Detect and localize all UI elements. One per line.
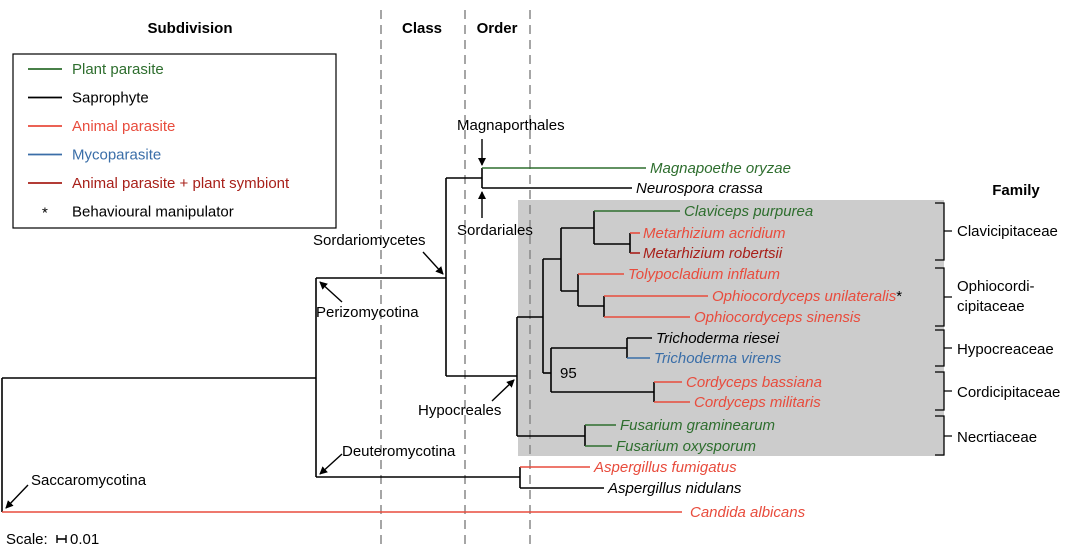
bracket-cordicipitaceae [935, 371, 952, 411]
taxon-label: Fusarium graminearum [620, 417, 775, 434]
manipulator-star: * [896, 288, 902, 305]
taxon-label: Aspergillus nidulans [607, 480, 742, 497]
legend-item-label: Behavioural manipulator [72, 204, 234, 221]
legend-item-label: Mycoparasite [72, 147, 161, 164]
taxon-label: Trichoderma virens [654, 350, 782, 367]
taxon-label: Metarhizium acridium [643, 225, 786, 242]
header-class: Class [402, 20, 442, 37]
taxon-label: Candida albicans [690, 504, 806, 521]
taxon-label: Metarhizium robertsii [643, 245, 783, 262]
rank-dividers [380, 10, 531, 550]
legend-item-label: Saprophyte [72, 90, 149, 107]
taxon-label: Magnapoethe oryzae [650, 160, 791, 177]
taxon-label: Neurospora crassa [636, 180, 763, 197]
label-hypocreales: Hypocreales [418, 402, 501, 419]
family-clavicipitaceae: Clavicipitaceae [957, 223, 1058, 240]
arrow-perizomycotina [319, 281, 343, 303]
legend-item-label: Plant parasite [72, 61, 164, 78]
family-brackets [935, 202, 952, 456]
legend-item-label: Animal parasite + plant symbiont [72, 175, 290, 192]
bracket-hypocreaceae [935, 329, 952, 367]
bracket-ophiocordicipitaceae [935, 267, 952, 327]
taxon-label: Cordyceps militaris [694, 394, 821, 411]
arrow-sordariomycetes [422, 251, 444, 275]
arrow-saccaromycotina [5, 484, 29, 509]
scale-bar: Scale: 0.01 [6, 531, 99, 548]
label-magnaporthales: Magnaporthales [457, 117, 565, 134]
taxon-label: Ophiocordyceps sinensis [694, 309, 861, 326]
tree-branches [1, 167, 708, 513]
arrow-hypocreales [491, 379, 515, 402]
header-order: Order [477, 20, 518, 37]
legend-star-symbol: * [42, 205, 48, 222]
family-ophiocordicipitaceae: Ophiocordi- cipitaceae [957, 278, 1039, 315]
taxon-label: Fusarium oxysporum [616, 438, 756, 455]
label-sordariales: Sordariales [457, 222, 533, 239]
hypocreales-clade-box [518, 200, 944, 456]
legend-item-label: Animal parasite [72, 118, 175, 135]
bootstrap-value: 95 [560, 365, 577, 382]
label-saccaromycotina: Saccaromycotina [31, 472, 147, 489]
family-cordicipitaceae: Cordicipitaceae [957, 384, 1060, 401]
bracket-clavicipitaceae [935, 202, 952, 261]
family-necrtiaceae: Necrtiaceae [957, 429, 1037, 446]
taxon-label: Aspergillus fumigatus [593, 459, 737, 476]
taxon-label: Tolypocladium inflatum [628, 266, 780, 283]
label-sordariomycetes: Sordariomycetes [313, 232, 426, 249]
taxon-label: Cordyceps bassiana [686, 374, 822, 391]
taxon-label: Trichoderma riesei [656, 330, 780, 347]
legend-box [12, 53, 337, 229]
family-hypocreaceae: Hypocreaceae [957, 341, 1054, 358]
taxon-label: Claviceps purpurea [684, 203, 813, 220]
taxon-label: Ophiocordyceps unilateralis* [712, 288, 902, 305]
scale-label: Scale: [6, 531, 48, 548]
header-family: Family [992, 182, 1040, 199]
label-deuteromycotina: Deuteromycotina [342, 443, 456, 460]
scale-value: 0.01 [70, 531, 99, 548]
bracket-necrtiaceae [935, 415, 952, 456]
arrow-deuteromycotina [319, 453, 343, 475]
header-subdivision: Subdivision [147, 20, 232, 37]
label-perizomycotina: Perizomycotina [316, 304, 419, 321]
